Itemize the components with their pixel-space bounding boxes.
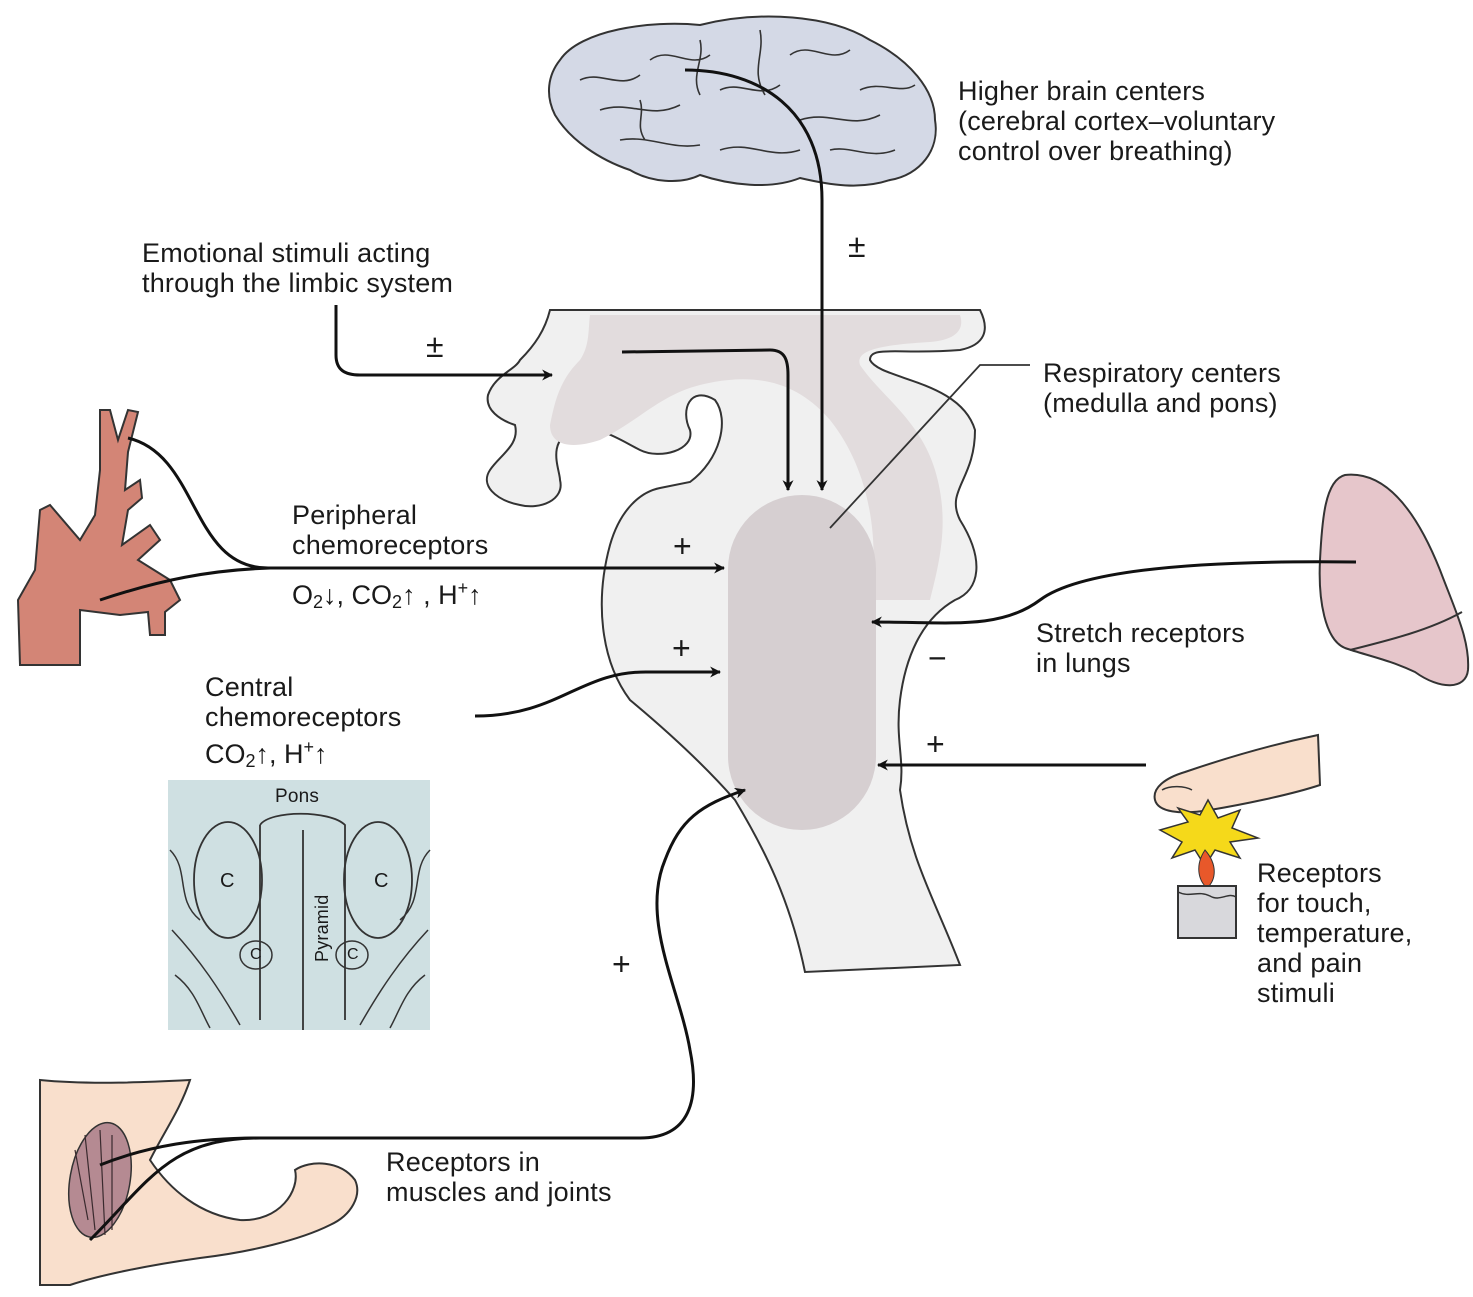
pyramid-label: Pyramid bbox=[312, 895, 332, 962]
c-label-left: C bbox=[220, 870, 235, 892]
central-chem-formula: CO2↑, H+↑ bbox=[205, 732, 328, 776]
aorta-illustration bbox=[18, 410, 180, 665]
emotional-sign: ± bbox=[426, 330, 444, 362]
brainstem-section bbox=[168, 780, 430, 1030]
touch-sign: + bbox=[926, 728, 945, 760]
c-label-lower-right: C bbox=[347, 946, 359, 964]
higher-brain-sign: ± bbox=[848, 230, 866, 262]
pons-label: Pons bbox=[275, 786, 319, 808]
arm-illustration bbox=[40, 1080, 357, 1285]
central-sign: + bbox=[672, 632, 691, 664]
peripheral-sign: + bbox=[673, 530, 692, 562]
stretch-sign: − bbox=[928, 642, 947, 674]
brain-illustration bbox=[549, 17, 936, 186]
brainstem-shape bbox=[487, 310, 985, 972]
higher-brain-label: Higher brain centers(cerebral cortex–vol… bbox=[958, 76, 1275, 166]
peripheral-chem-formula: O2↓, CO2↑ , H+↑ bbox=[292, 573, 482, 617]
lung-illustration bbox=[1320, 475, 1469, 686]
c-label-lower-left: C bbox=[250, 946, 262, 964]
c-label-right: C bbox=[374, 870, 389, 892]
respiratory-centers-label: Respiratory centers(medulla and pons) bbox=[1043, 358, 1281, 418]
muscles-sign: + bbox=[612, 948, 631, 980]
respiratory-center-region bbox=[728, 495, 876, 830]
